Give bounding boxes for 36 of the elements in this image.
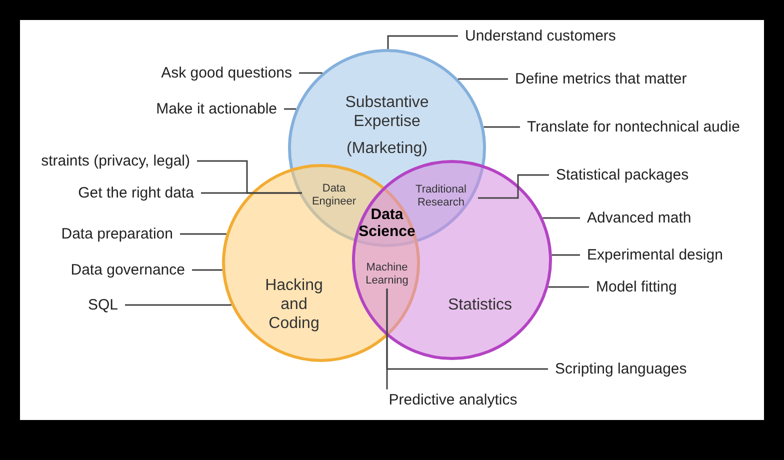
- leader-line: [387, 35, 458, 49]
- callout-text: Predictive analytics: [388, 391, 518, 409]
- leader-line: [548, 286, 589, 288]
- circle-title: Hacking and Coding: [264, 276, 324, 334]
- leader-line: [552, 254, 580, 256]
- leader-line: [180, 233, 226, 235]
- callout-text: Model fitting: [596, 278, 677, 296]
- callout-text: straints (privacy, legal): [41, 152, 190, 170]
- leader-line: [458, 78, 508, 80]
- callout-text: Statistical packages: [556, 166, 689, 184]
- callout-text: Data governance: [70, 261, 185, 279]
- circle-title: Statistics: [448, 295, 512, 315]
- leader-line: [484, 126, 520, 128]
- leader-line: [478, 174, 549, 199]
- leader-line: [125, 304, 232, 306]
- circle-title: (Marketing): [346, 140, 428, 159]
- region-label: Data Engineer: [304, 182, 364, 208]
- callout-text: Define metrics that matter: [515, 70, 687, 88]
- circle-title: Substantive Expertise: [344, 93, 430, 132]
- callout-text: Get the right data: [78, 184, 194, 202]
- leader-line: [299, 72, 322, 74]
- callout-text: Make it actionable: [156, 100, 277, 118]
- callout-text: Scripting languages: [555, 360, 687, 378]
- callout-text: Experimental design: [587, 246, 723, 264]
- leader-line: [201, 192, 302, 194]
- callout-text: SQL: [88, 296, 118, 314]
- leader-line: [284, 108, 296, 110]
- callout-text: Data preparation: [61, 225, 173, 243]
- leader-line: [542, 217, 580, 219]
- callout-text: Translate for nontechnical audie: [527, 118, 740, 136]
- callout-text: Understand customers: [465, 27, 616, 45]
- callout-text: Ask good questions: [161, 64, 292, 82]
- region-label: Machine Learning: [357, 261, 417, 287]
- callout-text: Advanced math: [587, 209, 692, 227]
- leader-line: [192, 269, 222, 271]
- leader-line: [386, 288, 388, 390]
